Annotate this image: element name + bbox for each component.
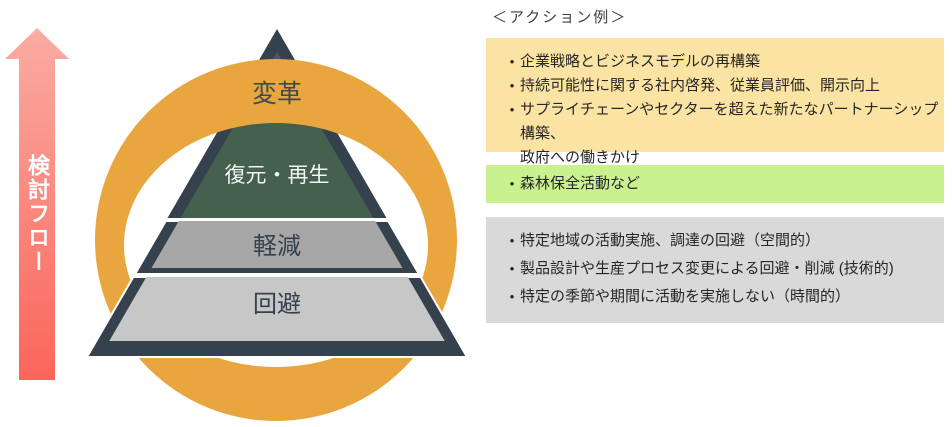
label-transformation: 変革 — [252, 80, 302, 108]
action-item: • 特定地域の活動実施、調達の回避（空間的） — [486, 227, 944, 255]
label-restoration: 復元・再生 — [225, 164, 330, 187]
flow-arrow-label: 検討フロー — [25, 154, 50, 274]
pyramid-diagram: 変革 復元・再生 軽減 回避 — [5, 28, 469, 421]
action-box-restoration: • 森林保全活動など — [486, 165, 944, 203]
pyramid-section-mitigation — [151, 221, 403, 268]
bullet-icon: • — [509, 176, 515, 191]
pyramid-section-avoidance — [109, 277, 445, 341]
action-item: • 製品設計や生産プロセス変更による回避・削減 (技術的) — [486, 255, 944, 283]
pyramid-section-restoration — [180, 52, 374, 218]
action-item-text: 企業戦略とビジネスモデルの再構築 — [520, 53, 761, 70]
action-box-avoidance-mitigation: • 特定地域の活動実施、調達の回避（空間的） • 製品設計や生産プロセス変更によ… — [486, 217, 944, 323]
action-item: • 森林保全活動など — [486, 172, 944, 196]
label-avoidance: 回避 — [253, 291, 301, 318]
action-item: • サプライチェーンやセクターを超えた新たなパートナーシップ構築、 政府への働き… — [486, 98, 944, 170]
action-examples-title: ＜アクション例＞ — [492, 9, 628, 26]
flow-arrow — [5, 28, 69, 380]
action-item-text: 製品設計や生産プロセス変更による回避・削減 (技術的) — [520, 260, 894, 277]
action-box-transformation: • 企業戦略とビジネスモデルの再構築 • 持続可能性に関する社内啓発、従業員評価… — [486, 38, 944, 166]
action-item: • 持続可能性に関する社内啓発、従業員評価、開示向上 — [486, 74, 944, 98]
bullet-icon: • — [509, 78, 515, 93]
label-mitigation: 軽減 — [253, 233, 301, 260]
bullet-icon: • — [509, 54, 515, 69]
bullet-icon: • — [509, 102, 515, 117]
action-item-text: 特定の季節や期間に活動を実施しない（時間的） — [520, 288, 851, 305]
bullet-icon: • — [509, 289, 515, 304]
action-item-text: サプライチェーンやセクターを超えた新たなパートナーシップ構築、 政府への働きかけ — [520, 101, 939, 166]
bullet-icon: • — [509, 233, 515, 248]
action-item-text: 持続可能性に関する社内啓発、従業員評価、開示向上 — [520, 77, 881, 94]
action-item-text: 特定地域の活動実施、調達の回避（空間的） — [520, 232, 821, 249]
action-item: • 企業戦略とビジネスモデルの再構築 — [486, 50, 944, 74]
action-item-text: 森林保全活動など — [520, 175, 641, 192]
bullet-icon: • — [509, 261, 515, 276]
action-item: • 特定の季節や期間に活動を実施しない（時間的） — [486, 283, 944, 311]
